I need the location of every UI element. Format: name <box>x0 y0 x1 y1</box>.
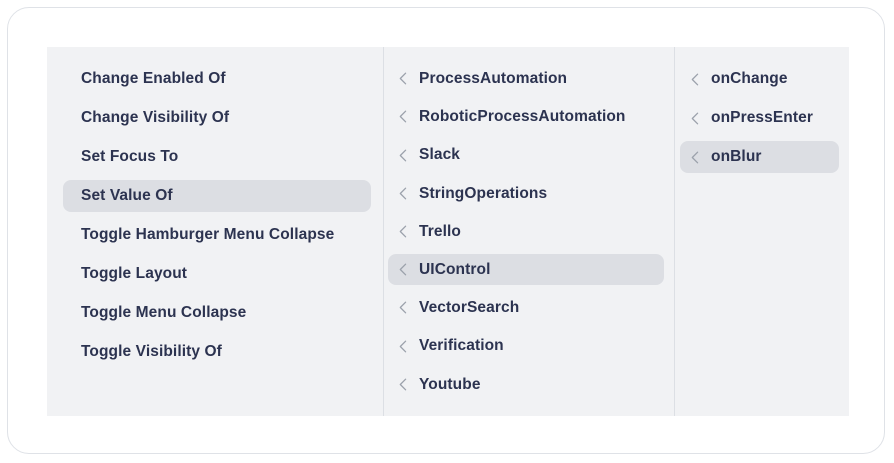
chevron-left-icon <box>688 110 701 126</box>
menu-item-label: Toggle Hamburger Menu Collapse <box>81 226 335 244</box>
menu-item-verification[interactable]: Verification <box>388 331 664 362</box>
menu-item-toggle-layout[interactable]: Toggle Layout <box>63 258 371 290</box>
menu-item-label: Set Value Of <box>81 187 173 205</box>
menu-item-onchange[interactable]: onChange <box>680 63 839 95</box>
menu-item-label: RoboticProcessAutomation <box>419 108 626 126</box>
menu-item-vectorsearch[interactable]: VectorSearch <box>388 292 664 323</box>
chevron-left-icon <box>396 262 409 278</box>
menu-item-label: Change Visibility Of <box>81 109 230 127</box>
menu-item-trello[interactable]: Trello <box>388 216 664 247</box>
chevron-left-icon <box>688 149 701 165</box>
menu-item-label: Toggle Menu Collapse <box>81 304 247 322</box>
menu-item-set-focus-to[interactable]: Set Focus To <box>63 141 371 173</box>
chevron-left-icon <box>396 147 409 163</box>
menu-item-uicontrol[interactable]: UIControl <box>388 254 664 286</box>
chevron-left-icon <box>396 223 409 239</box>
menu-item-toggle-visibility-of[interactable]: Toggle Visibility Of <box>63 336 371 368</box>
window-frame: Change Enabled Of Change Visibility Of Set… <box>7 7 885 454</box>
menu-item-label: Slack <box>419 146 461 164</box>
menu-item-label: Youtube <box>419 375 481 393</box>
menu-item-processautomation[interactable]: ProcessAutomation <box>388 63 664 94</box>
menu-item-label: StringOperations <box>419 184 548 202</box>
menu-item-label: VectorSearch <box>419 299 520 317</box>
menu-item-change-enabled-of[interactable]: Change Enabled Of <box>63 63 371 95</box>
chevron-left-icon <box>396 338 409 354</box>
menu-item-label: onChange <box>711 70 788 88</box>
menu-column-events: onChange onPressEnter onBlur <box>674 47 849 416</box>
menu-item-label: onPressEnter <box>711 109 813 127</box>
menu-item-toggle-hamburger-menu-collapse[interactable]: Toggle Hamburger Menu Collapse <box>63 219 371 251</box>
chevron-left-icon <box>396 109 409 125</box>
chevron-left-icon <box>688 71 701 87</box>
menu-item-onpressenter[interactable]: onPressEnter <box>680 102 839 134</box>
menu-item-label: Toggle Layout <box>81 265 188 283</box>
menu-item-label: Change Enabled Of <box>81 70 226 88</box>
menu-item-roboticprocessautomation[interactable]: RoboticProcessAutomation <box>388 101 664 132</box>
cascading-menu-panel: Change Enabled Of Change Visibility Of Set… <box>47 47 849 416</box>
menu-item-label: ProcessAutomation <box>419 69 568 87</box>
menu-item-label: UIControl <box>419 260 491 278</box>
chevron-left-icon <box>396 71 409 87</box>
menu-item-label: Verification <box>419 337 504 355</box>
menu-item-label: onBlur <box>711 148 762 166</box>
menu-item-toggle-menu-collapse[interactable]: Toggle Menu Collapse <box>63 297 371 329</box>
chevron-left-icon <box>396 185 409 201</box>
menu-item-label: Toggle Visibility Of <box>81 343 222 361</box>
menu-item-label: Trello <box>419 222 461 240</box>
menu-item-onblur[interactable]: onBlur <box>680 141 839 173</box>
menu-item-set-value-of[interactable]: Set Value Of <box>63 180 371 212</box>
menu-item-stringoperations[interactable]: StringOperations <box>388 178 664 209</box>
menu-item-youtube[interactable]: Youtube <box>388 369 664 400</box>
menu-item-change-visibility-of[interactable]: Change Visibility Of <box>63 102 371 134</box>
chevron-left-icon <box>396 376 409 392</box>
menu-item-label: Set Focus To <box>81 148 179 166</box>
chevron-left-icon <box>396 300 409 316</box>
menu-item-slack[interactable]: Slack <box>388 139 664 170</box>
menu-column-actions: Change Enabled Of Change Visibility Of Set… <box>47 47 383 416</box>
